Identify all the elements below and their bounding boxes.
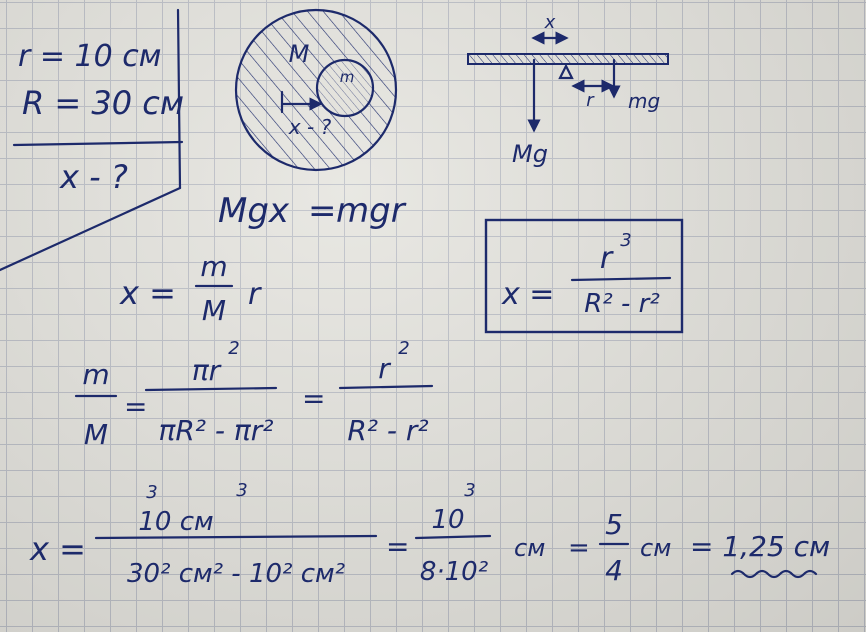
svg-text:x =: x = [501,277,554,312]
svg-text:3: 3 [146,482,157,503]
svg-text:r: r [600,241,614,276]
boxed-formula: x = r 3 R² - r² [484,218,684,334]
given-r: r = 10 см [18,39,161,74]
final-result: = 1,25 см [690,530,830,563]
ratio-equation: m M = πr 2 πR² - πr² = r 2 R² - r² [74,338,434,451]
svg-text:r: r [248,277,262,312]
svg-text:=: = [308,191,337,231]
pivot-triangle [558,63,574,80]
lever-x-label: x [544,12,556,33]
svg-text:R² - r²: R² - r² [584,289,660,319]
x-expression: x = m M r [119,250,262,327]
given-vertical-line [176,8,182,190]
lever-mg-label: mg [628,89,660,113]
svg-text:2: 2 [228,338,239,359]
svg-text:10 см: 10 см [138,507,213,537]
lever-drawing: x r mg Mg [467,12,669,168]
svg-text:3: 3 [620,230,631,251]
numeric-calculation: x = 10 см 3 3 30² см² - 10² см² = 10 3 8… [29,480,830,589]
svg-text:m: m [82,358,109,391]
svg-text:x =: x = [119,274,176,312]
svg-text:=: = [568,533,590,563]
answer-box [484,218,684,334]
svg-text:M: M [202,294,226,327]
given-diagonal-line [0,186,182,272]
svg-text:πR² - πr²: πR² - πr² [158,414,273,447]
svg-text:3: 3 [236,480,247,501]
svg-text:4: 4 [605,554,623,587]
svg-text:Mgx: Mgx [218,191,290,231]
svg-text:x =: x = [29,530,86,568]
svg-text:2: 2 [398,338,409,359]
find-x: x - ? [59,158,128,196]
svg-text:30² см² - 10² см²: 30² см² - 10² см² [127,559,345,589]
svg-text:см: см [514,534,545,562]
lever-bar [467,53,669,65]
svg-text:3: 3 [464,480,475,501]
lever-Mg-label: Mg [512,140,548,168]
svg-text:=: = [124,390,147,423]
svg-text:5: 5 [605,508,623,541]
svg-text:m: m [200,250,227,283]
label-m: m [340,68,355,86]
given-separator [12,140,184,147]
svg-text:=: = [302,382,325,415]
svg-text:M: M [84,418,108,451]
label-M: M [289,40,310,68]
disk-drawing: M m x - ? [234,8,398,172]
svg-text:=: = [386,530,409,563]
balance-equation: Mgx = mgr [218,191,407,231]
svg-text:πr: πr [192,354,222,387]
given-block: r = 10 см R = 30 см x - ? [0,8,184,272]
svg-text:R² - r²: R² - r² [347,414,428,447]
result-underline [730,569,818,579]
given-R: R = 30 см [22,84,184,122]
svg-text:r: r [378,352,391,385]
svg-text:см: см [640,534,671,562]
disk-x-unknown: x - ? [288,115,332,139]
svg-text:mgr: mgr [336,191,407,231]
lever-r-label: r [586,90,595,111]
svg-text:8·10²: 8·10² [420,557,488,587]
svg-text:10: 10 [431,505,464,535]
